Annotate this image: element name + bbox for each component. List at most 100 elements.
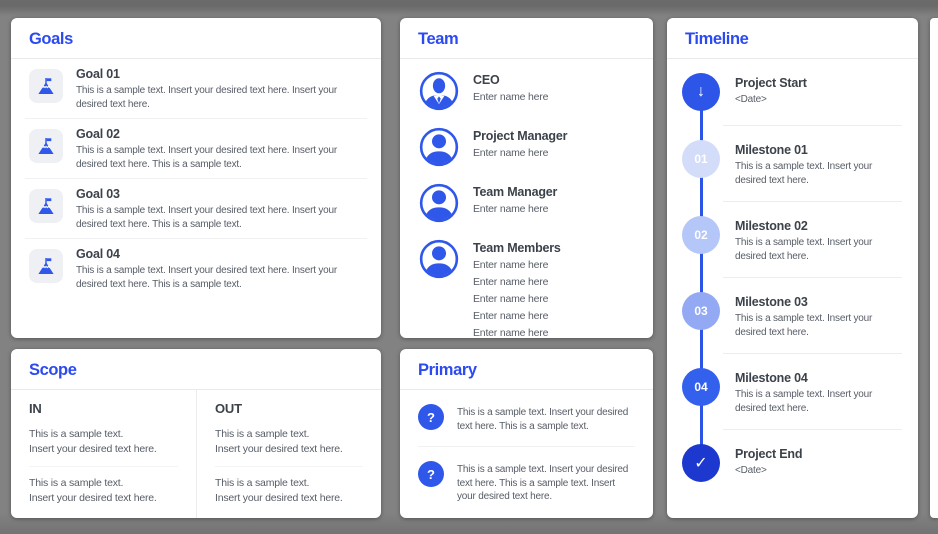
person-avatar-icon: [419, 239, 459, 279]
goal-title: Goal 04: [76, 247, 120, 261]
timeline-entry: ↓ Project Start <Date>: [667, 59, 918, 125]
timeline-panel-header: Timeline: [667, 18, 918, 59]
timeline-entry-label: Project End: [735, 447, 803, 461]
timeline-entry-label: Milestone 01: [735, 143, 808, 157]
team-member-item: Team Members Enter name here Enter name …: [400, 231, 653, 338]
person-avatar-icon: [419, 127, 459, 167]
scope-text-block: This is a sample text. Insert your desir…: [215, 476, 363, 506]
team-name-placeholder: Enter name here: [473, 310, 549, 322]
timeline-entry-text: Project End <Date>: [735, 444, 802, 478]
timeline-entry-detail: This is a sample text. Insert your desir…: [735, 237, 873, 262]
cropped-panel-edge: [930, 18, 938, 518]
divider: [723, 429, 902, 430]
timeline-entry-detail: This is a sample text. Insert your desir…: [735, 313, 873, 338]
divider: [723, 125, 902, 126]
divider: [29, 466, 178, 467]
scope-text-line: This is a sample text.: [29, 428, 124, 440]
team-role: Team Manager: [473, 185, 558, 199]
goal-item: Goal 04 This is a sample text. Insert yo…: [25, 238, 367, 298]
primary-item-text: This is a sample text. Insert your desir…: [457, 407, 629, 432]
team-role: Project Manager: [473, 129, 568, 143]
goal-mountain-icon: [29, 129, 63, 163]
timeline-connector-line: [700, 93, 703, 452]
goal-item-text: Goal 04 This is a sample text. Insert yo…: [76, 247, 363, 291]
goal-item: Goal 03 This is a sample text. Insert yo…: [25, 178, 367, 238]
team-member-item: CEO Enter name here: [400, 63, 653, 119]
timeline-entry: 03 Milestone 03 This is a sample text. I…: [667, 278, 918, 353]
scope-out-heading: OUT: [215, 401, 242, 416]
scope-text-line: Insert your desired text here.: [215, 492, 343, 504]
scope-columns: IN This is a sample text. Insert your de…: [11, 390, 381, 518]
team-name-placeholder: Enter name here: [473, 327, 549, 338]
primary-item: ? This is a sample text. Insert your des…: [400, 447, 653, 517]
goal-item: Goal 02 This is a sample text. Insert yo…: [25, 118, 367, 178]
person-avatar-icon: [419, 183, 459, 223]
timeline-entry: 02 Milestone 02 This is a sample text. I…: [667, 202, 918, 277]
timeline-panel: Timeline ↓ Project Start <Date> 01 Miles…: [667, 18, 918, 518]
ceo-avatar-icon: [419, 71, 459, 111]
scope-panel-title: Scope: [29, 361, 77, 379]
team-role: CEO: [473, 73, 500, 87]
goal-mountain-icon: [29, 69, 63, 103]
divider: [723, 277, 902, 278]
primary-panel-title: Primary: [418, 361, 477, 379]
timeline-entry-text: Project Start <Date>: [735, 73, 807, 107]
scope-text-block: This is a sample text. Insert your desir…: [29, 427, 178, 457]
scope-text-line: This is a sample text.: [215, 477, 310, 489]
team-member-text: CEO Enter name here: [473, 70, 548, 106]
divider: [723, 353, 902, 354]
team-list: CEO Enter name here Project Manager Ente…: [400, 59, 653, 338]
primary-panel-header: Primary: [400, 349, 653, 390]
primary-panel: Primary ? This is a sample text. Insert …: [400, 349, 653, 518]
team-panel-title: Team: [418, 30, 459, 48]
team-name-placeholder: Enter name here: [473, 259, 549, 271]
scope-text-line: Insert your desired text here.: [29, 443, 157, 455]
divider: [723, 201, 902, 202]
scope-text-line: Insert your desired text here.: [215, 443, 343, 455]
timeline-entry-text: Milestone 03 This is a sample text. Inse…: [735, 292, 902, 339]
question-mark-icon: ?: [418, 461, 444, 487]
scope-text-block: This is a sample text. Insert your desir…: [215, 427, 363, 457]
scope-in-heading: IN: [29, 401, 42, 416]
goal-description: This is a sample text. Insert your desir…: [76, 145, 338, 170]
goal-title: Goal 03: [76, 187, 120, 201]
timeline-entry-detail: <Date>: [735, 465, 767, 476]
scope-panel: Scope IN This is a sample text. Insert y…: [11, 349, 381, 518]
timeline-entry-label: Milestone 04: [735, 371, 808, 385]
scope-out-column: OUT This is a sample text. Insert your d…: [196, 390, 381, 518]
goal-description: This is a sample text. Insert your desir…: [76, 205, 338, 230]
timeline-entry: 01 Milestone 01 This is a sample text. I…: [667, 126, 918, 201]
goal-description: This is a sample text. Insert your desir…: [76, 85, 338, 110]
check-icon: ✓: [682, 444, 720, 482]
divider: [418, 446, 635, 447]
team-name-placeholder: Enter name here: [473, 203, 549, 215]
goals-panel-title: Goals: [29, 30, 73, 48]
scope-text-block: This is a sample text. Insert your desir…: [29, 476, 178, 506]
team-member-text: Team Manager Enter name here: [473, 182, 557, 218]
team-panel-header: Team: [400, 18, 653, 59]
timeline-entry: 04 Milestone 04 This is a sample text. I…: [667, 354, 918, 429]
team-panel: Team CEO Enter name here: [400, 18, 653, 338]
scope-text-line: This is a sample text.: [29, 477, 124, 489]
goal-item: Goal 01 This is a sample text. Insert yo…: [25, 59, 367, 118]
team-name-placeholder: Enter name here: [473, 91, 549, 103]
goal-item-text: Goal 02 This is a sample text. Insert yo…: [76, 127, 363, 171]
timeline-entry-text: Milestone 02 This is a sample text. Inse…: [735, 216, 902, 263]
team-member-item: Project Manager Enter name here: [400, 119, 653, 175]
timeline-node: 02: [682, 216, 720, 254]
team-member-item: Team Manager Enter name here: [400, 175, 653, 231]
goal-mountain-icon: [29, 189, 63, 223]
team-name-placeholder: Enter name here: [473, 276, 549, 288]
timeline-node: 03: [682, 292, 720, 330]
timeline-node: 04: [682, 368, 720, 406]
goal-item-text: Goal 03 This is a sample text. Insert yo…: [76, 187, 363, 231]
timeline-entry-label: Milestone 03: [735, 295, 808, 309]
team-name-placeholder: Enter name here: [473, 147, 549, 159]
timeline-entry-label: Milestone 02: [735, 219, 808, 233]
team-member-text: Team Members Enter name here Enter name …: [473, 238, 561, 338]
divider: [215, 466, 363, 467]
down-arrow-icon: ↓: [682, 73, 720, 111]
timeline-entry-detail: This is a sample text. Insert your desir…: [735, 389, 873, 414]
scope-panel-header: Scope: [11, 349, 381, 390]
